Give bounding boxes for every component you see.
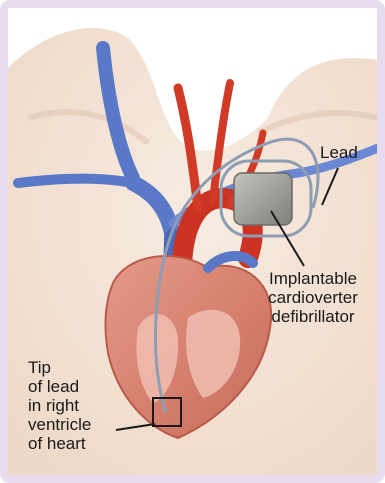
label-tip-of-lead: Tip of lead in right ventricle of heart [28,358,118,453]
label-icd: Implantable cardioverter defibrillator [248,269,378,326]
icd-device [234,173,292,225]
vein-subclavian-left [18,178,133,183]
label-lead: Lead [320,143,358,162]
